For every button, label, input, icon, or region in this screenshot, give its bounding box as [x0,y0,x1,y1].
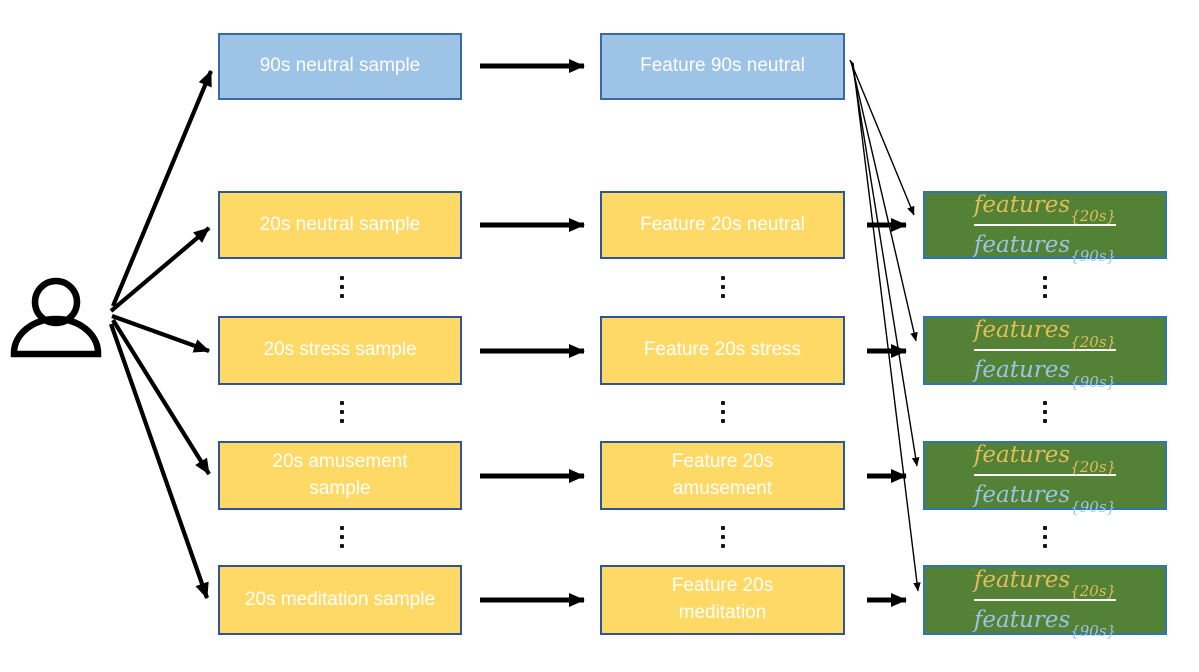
feature-ratio-fraction: features{20s} features{90s} [973,439,1117,516]
feature-box-20s-stress-label: Feature 20s stress [643,339,802,361]
fraction-bar [973,223,1117,226]
ellipsis-icon [721,526,725,548]
fraction-bar [973,349,1117,351]
feature-ratio-fraction: features{20s} features{90s} [973,314,1117,391]
ratio-denominator: features{90s} [973,231,1117,266]
ratio-box-20s-stress: features{20s} features{90s} [923,314,1167,391]
sample-box-20s-neutral: 20s neutral sample [218,191,462,259]
sample-box-90s-neutral-label: 90s neutral sample [259,55,421,77]
ratio-numerator: features{20s} [973,191,1117,226]
feature-box-90s-neutral: Feature 90s neutral [600,33,845,100]
sample-box-20s-neutral-label: 20s neutral sample [259,213,421,235]
ratio-denominator: features{90s} [973,606,1117,641]
ratio-box-20s-amusement: features{20s} features{90s} [923,439,1167,516]
ratio-numerator: features{20s} [973,442,1117,476]
feature-box-20s-neutral-label: Feature 20s neutral [640,213,805,235]
sample-box-90s-neutral: 90s neutral sample [218,33,462,100]
ratio-denominator: features{90s} [973,357,1117,391]
feature-box-20s-neutral: Feature 20s neutral [600,191,845,259]
ratio-numerator: features{20s} [973,566,1117,601]
ellipsis-icon [721,401,725,423]
fraction-bar [973,474,1117,476]
ellipsis-icon [340,401,344,423]
fraction-bar [973,598,1117,601]
ellipsis-icon [340,526,344,548]
sample-box-20s-meditation: 20s meditation sample [218,565,462,635]
feature-box-20s-stress: Feature 20s stress [600,316,845,385]
arrows-samples-to-features [480,59,585,607]
ratio-denominator: features{90s} [973,482,1117,516]
sample-box-20s-stress-label: 20s stress sample [263,339,417,361]
ellipsis-icon [340,276,344,298]
person-icon [10,277,102,358]
ellipsis-icon [721,276,725,298]
arrows-90s-feature-to-ratios [849,59,921,592]
ratio-box-20s-meditation: features{20s} features{90s} [923,564,1167,641]
ellipsis-icon [1043,401,1047,423]
ratio-numerator: features{20s} [973,317,1117,351]
sample-box-20s-stress: 20s stress sample [218,316,462,385]
arrows-features-to-ratios [867,218,907,607]
sample-box-20s-meditation-label: 20s meditation sample [244,588,436,610]
feature-ratio-fraction: features{20s} features{90s} [973,189,1117,266]
feature-box-90s-neutral-label: Feature 90s neutral [640,55,805,77]
arrows-person-to-samples [109,70,213,599]
ratio-box-20s-neutral: features{20s} features{90s} [923,189,1167,266]
feature-ratio-fraction: features{20s} features{90s} [973,564,1117,641]
ellipsis-icon [1043,276,1047,298]
ellipsis-icon [1043,526,1047,548]
